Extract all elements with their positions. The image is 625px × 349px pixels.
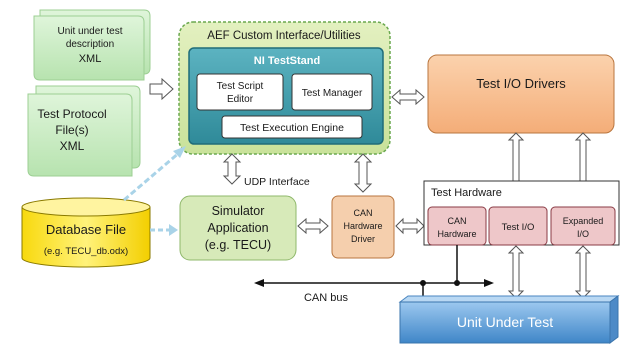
test-execution-engine-label: Test Execution Engine	[240, 122, 344, 134]
can-driver-can-hardware-arrow	[395, 217, 425, 235]
can-driver-line3: Driver	[351, 234, 375, 244]
database-file: Database File (e.g. TECU_db.odx)	[21, 197, 151, 268]
can-bus-label: CAN bus	[304, 292, 349, 304]
test-script-editor-line1: Test Script	[217, 81, 264, 92]
teststand-title: NI TestStand	[254, 55, 320, 67]
test-script-editor-line2: Editor	[227, 94, 254, 105]
simulator-application: Simulator Application (e.g. TECU)	[179, 195, 297, 261]
expanded-io-box	[550, 206, 616, 246]
db-to-simulator-arrowhead	[169, 224, 178, 236]
bus-junction	[420, 280, 426, 286]
scroll-test-protocol: Test Protocol File(s) XML	[27, 85, 141, 177]
expanded-io-uut-arrow	[574, 245, 592, 299]
expanded-io-line1: Expanded	[563, 216, 604, 226]
test-manager-box	[291, 73, 373, 111]
can-hardware-line2: Hardware	[437, 229, 476, 239]
test-io-drivers: Test I/O Drivers	[427, 54, 615, 134]
simulator-line3: (e.g. TECU)	[205, 238, 271, 252]
scroll-bottom-line1: Test Protocol	[37, 107, 106, 121]
aef-io-drivers-arrow	[391, 88, 425, 106]
uut-label: Unit Under Test	[457, 314, 553, 330]
bus-junction	[454, 280, 460, 286]
database-title: Database File	[46, 222, 126, 237]
aef-can-driver-arrow	[353, 153, 373, 193]
scroll-to-aef-arrow	[149, 77, 174, 101]
test-manager-label: Test Manager	[302, 88, 363, 99]
teststand-box: NI TestStand Test Script Editor Test Man…	[188, 47, 384, 145]
unit-under-test: Unit Under Test	[398, 295, 620, 344]
can-driver-line2: Hardware	[343, 221, 382, 231]
test-hardware: Test Hardware CAN Hardware Test I/O Expa…	[423, 180, 620, 246]
db-to-aef-line	[123, 150, 181, 202]
scroll-top-line1: Unit under test	[57, 26, 122, 37]
udp-arrow	[222, 153, 242, 185]
scroll-unit-under-test-description: Unit under test description XML	[33, 9, 151, 81]
simulator-line1: Simulator	[212, 204, 265, 218]
test-execution-engine-box	[221, 115, 363, 139]
can-hardware-driver: CAN Hardware Driver	[331, 195, 395, 259]
scroll-bottom-line3: XML	[60, 139, 85, 153]
test-io-drivers-label: Test I/O Drivers	[476, 76, 566, 91]
udp-interface-label: UDP Interface	[244, 176, 310, 188]
simulator-line2: Application	[207, 221, 268, 235]
test-script-editor-box	[196, 73, 284, 111]
can-hardware-line1: CAN	[447, 216, 466, 226]
test-io-uut-arrow	[507, 245, 525, 299]
test-hardware-title: Test Hardware	[431, 187, 502, 199]
database-subtitle: (e.g. TECU_db.odx)	[44, 246, 128, 257]
aef-title: AEF Custom Interface/Utilities	[207, 30, 361, 42]
can-driver-line1: CAN	[353, 208, 372, 218]
db-to-aef-arrowhead	[173, 146, 186, 158]
scroll-top-line3: XML	[79, 53, 102, 65]
scroll-bottom-line2: File(s)	[55, 123, 88, 137]
can-bus: CAN bus	[254, 245, 494, 304]
scroll-top-line2: description	[66, 39, 114, 50]
expanded-io-line2: I/O	[577, 229, 589, 239]
can-hardware-box	[427, 206, 487, 246]
test-io-box	[488, 206, 548, 246]
test-io-label: Test I/O	[502, 222, 535, 233]
simulator-can-driver-arrow	[297, 217, 329, 235]
